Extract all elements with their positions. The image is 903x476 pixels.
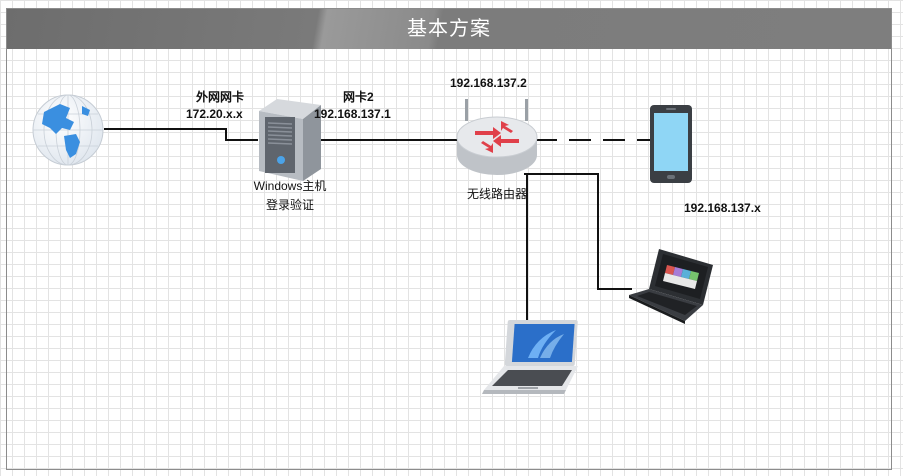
wan-nic-ip: 172.20.x.x	[186, 107, 243, 121]
wire-globe-server	[104, 128, 258, 141]
smartphone-icon	[649, 104, 693, 189]
lan-nic-name: 网卡2	[343, 90, 374, 104]
wire-router-laptop-right	[524, 173, 632, 290]
server-label-line2: 登录验证	[265, 198, 314, 212]
diagram-frame: 基本方案	[6, 8, 892, 470]
wireless-router-icon	[455, 97, 539, 186]
laptop-icon	[627, 245, 717, 330]
wan-nic-name: 外网网卡	[196, 90, 245, 104]
server-label-line1: Windows主机	[253, 179, 327, 193]
server-icon	[255, 97, 323, 186]
client-ip: 192.168.137.x	[684, 201, 761, 215]
laptop-icon	[478, 318, 578, 403]
router-ip: 192.168.137.2	[450, 76, 527, 90]
diagram-title: 基本方案	[407, 18, 491, 40]
router-label: 无线路由器	[466, 187, 527, 201]
globe-icon	[30, 92, 106, 173]
lan-nic-ip: 192.168.137.1	[314, 107, 391, 121]
title-bar: 基本方案	[7, 9, 891, 49]
